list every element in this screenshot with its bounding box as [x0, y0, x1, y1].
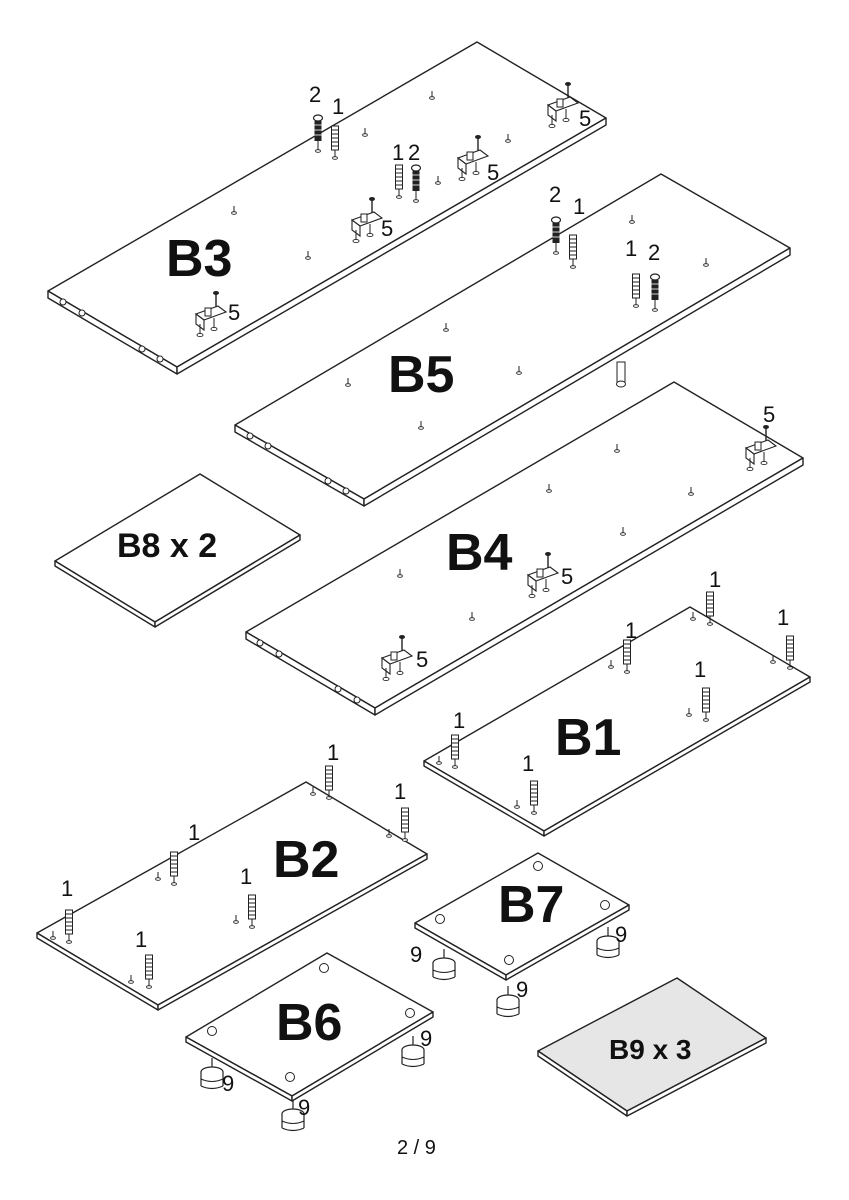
- callout-b3-clip-1: 5: [579, 106, 591, 131]
- callout-b1-dowel-1: 1: [709, 567, 721, 592]
- label-b8: B8 x 2: [117, 527, 217, 565]
- callout-b2-dowel-2: 1: [394, 779, 406, 804]
- panel-b1: B1 1 1 1 1 1 1: [423, 567, 811, 837]
- callout-b3-clip-4: 5: [228, 300, 240, 325]
- panel-b9: B9 x 3: [537, 977, 767, 1117]
- callout-b1-dowel-3: 1: [625, 618, 637, 643]
- callout-b1-dowel-6: 1: [522, 751, 534, 776]
- callout-b3-cambolt-2: 2: [408, 140, 420, 165]
- callout-b6-leg-3: 9: [298, 1095, 310, 1120]
- panel-b8: B8 x 2: [54, 473, 301, 628]
- callout-b4-clip-1: 5: [763, 402, 775, 427]
- panel-b5: B5 2 1 1 2: [234, 173, 791, 507]
- label-b4: B4: [446, 524, 513, 582]
- panel-b2: B2 1 1 1 1 1 1: [36, 740, 428, 1011]
- label-b7: B7: [498, 876, 564, 934]
- callout-b5-dowel-2: 1: [625, 236, 637, 261]
- callout-b6-leg-2: 9: [420, 1026, 432, 1051]
- page-indicator: 2 / 9: [397, 1137, 436, 1159]
- callout-b1-dowel-5: 1: [453, 708, 465, 733]
- callout-b1-dowel-2: 1: [777, 605, 789, 630]
- panel-b6: B6 9 9 9: [185, 952, 434, 1132]
- callout-b7-leg-1: 9: [410, 942, 422, 967]
- label-b9: B9 x 3: [609, 1034, 692, 1065]
- callout-b3-dowel-2: 1: [392, 140, 404, 165]
- panel-b7: B7 9 9 9: [410, 852, 630, 1018]
- callout-b6-leg-1: 9: [222, 1071, 234, 1096]
- callout-b3-clip-2: 5: [487, 160, 499, 185]
- callout-b3-clip-3: 5: [381, 216, 393, 241]
- callout-b2-dowel-1: 1: [327, 740, 339, 765]
- callout-b2-dowel-6: 1: [135, 927, 147, 952]
- callout-b2-dowel-3: 1: [188, 820, 200, 845]
- label-b5: B5: [388, 346, 454, 404]
- callout-b4-clip-3: 5: [416, 647, 428, 672]
- callout-b5-dowel-1: 1: [573, 194, 585, 219]
- callout-b5-cambolt-2: 2: [648, 240, 660, 265]
- label-b1: B1: [555, 709, 621, 767]
- callout-b7-leg-3: 9: [615, 922, 627, 947]
- callout-b4-clip-2: 5: [561, 564, 573, 589]
- callout-b2-dowel-5: 1: [61, 876, 73, 901]
- panel-b4: B4 5 5 5: [245, 381, 804, 716]
- callout-b5-cambolt-1: 2: [549, 182, 561, 207]
- callout-b3-dowel-1: 1: [332, 94, 344, 119]
- callout-b3-cambolt-1: 2: [309, 82, 321, 107]
- callout-b7-leg-2: 9: [516, 977, 528, 1002]
- b5-connector-pin: [616, 361, 626, 388]
- label-b6: B6: [276, 994, 342, 1052]
- label-b3: B3: [166, 230, 232, 288]
- panel-b3: B3 2 1 1 2 5 5 5 5: [47, 41, 607, 375]
- label-b2: B2: [273, 831, 339, 889]
- callout-b2-dowel-4: 1: [240, 864, 252, 889]
- callout-b1-dowel-4: 1: [694, 657, 706, 682]
